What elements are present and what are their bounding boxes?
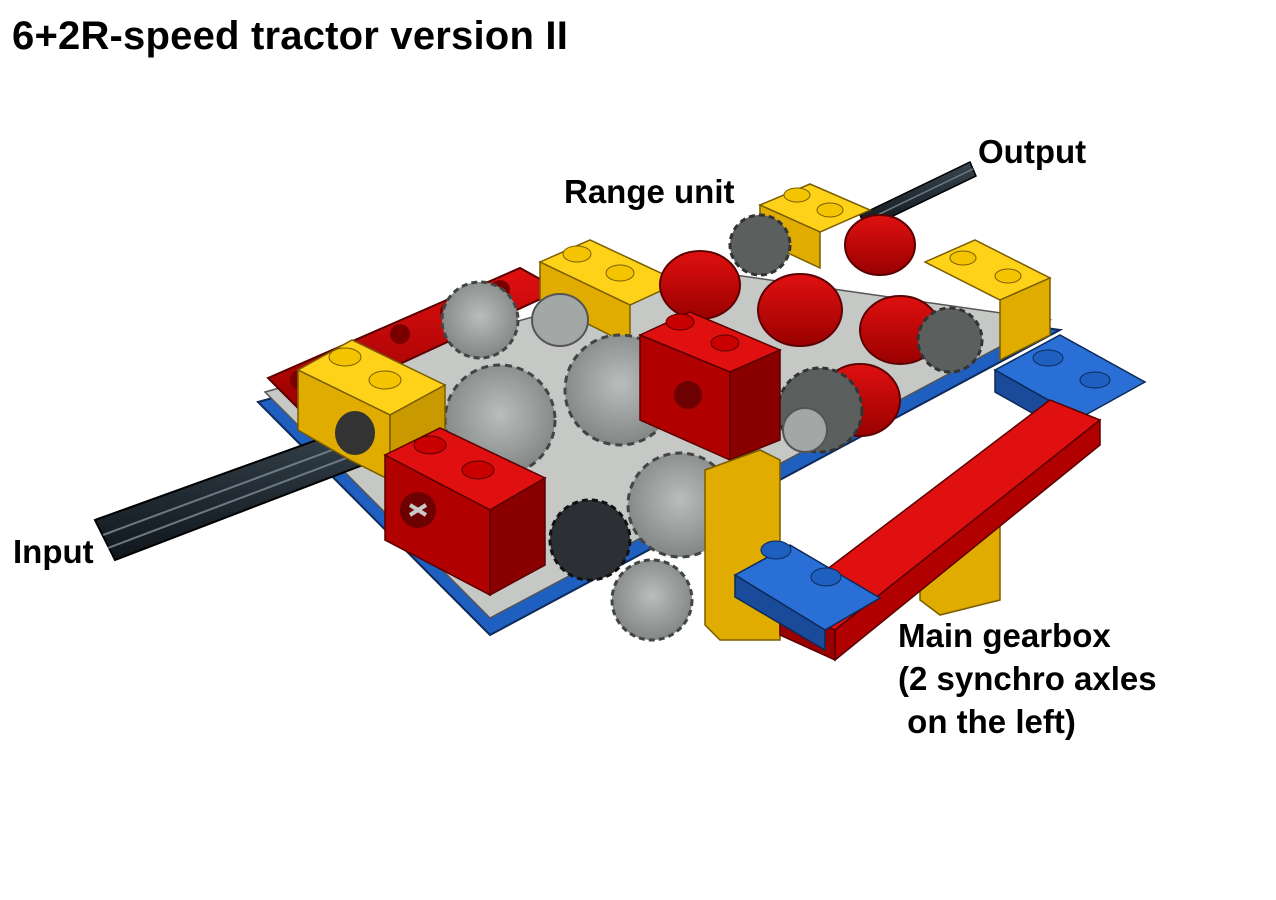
middle-red-brick bbox=[638, 311, 782, 462]
main-gearbox-line3: on the left) bbox=[898, 703, 1076, 740]
range-unit-label: Range unit bbox=[564, 173, 735, 210]
main-gearbox-line1: Main gearbox bbox=[898, 617, 1111, 654]
main-gearbox-label: Main gearbox (2 synchro axles on the lef… bbox=[898, 614, 1157, 743]
input-label: Input bbox=[13, 533, 94, 570]
back-yellow-bricks bbox=[538, 183, 1052, 362]
page-title: 6+2R-speed tractor version II bbox=[12, 14, 569, 58]
main-gearbox-line2: (2 synchro axles bbox=[898, 660, 1157, 697]
output-label: Output bbox=[978, 133, 1087, 170]
right-frame bbox=[733, 334, 1147, 662]
front-red-brick bbox=[383, 427, 547, 597]
